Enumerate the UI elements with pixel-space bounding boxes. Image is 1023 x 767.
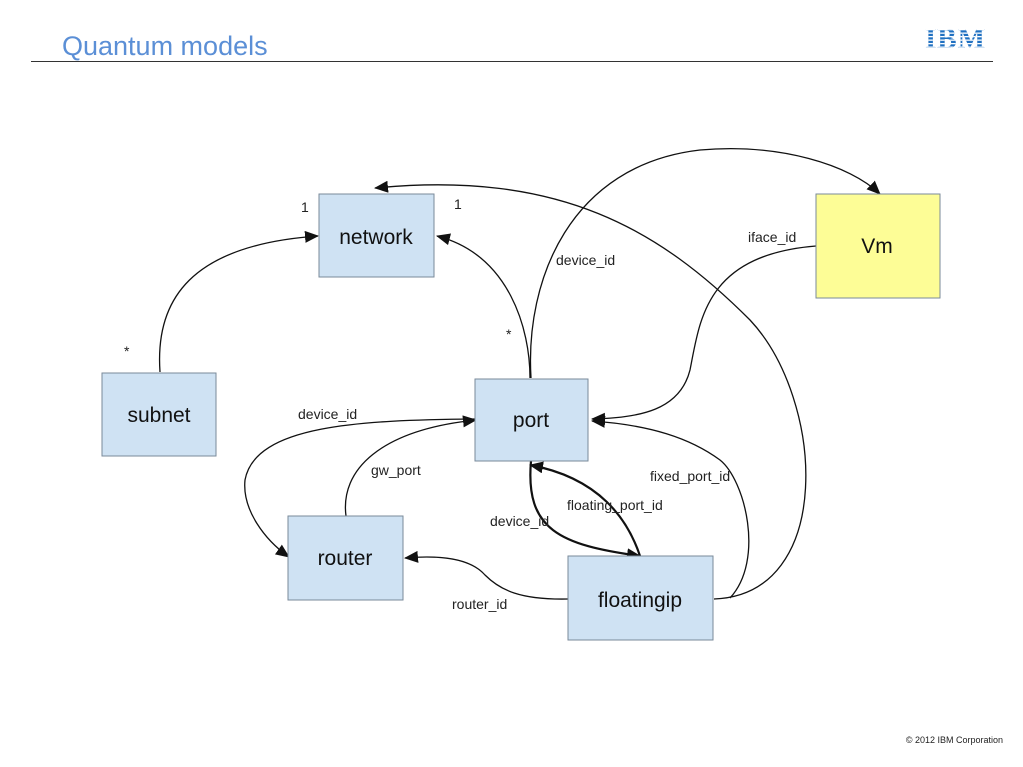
edge-floatingip-port-floating <box>529 461 642 557</box>
entity-router: router <box>287 515 404 601</box>
slide-title: Quantum models <box>62 31 268 61</box>
label-floating-port-id: floating_port_id <box>567 497 663 513</box>
entity-subnet-label: subnet <box>127 404 190 427</box>
edge-floatingip-router <box>404 550 569 600</box>
entity-floatingip: floatingip <box>567 555 714 641</box>
entity-port: port <box>474 378 589 462</box>
title-rule <box>31 61 993 62</box>
label-device-id-router: device_id <box>298 406 357 422</box>
multiplicity-network-subnet: 1 <box>301 199 309 215</box>
entity-floatingip-label: floatingip <box>598 589 682 612</box>
edge-labels: 1 1 * * device_id iface_id device_id gw_… <box>124 196 796 612</box>
edge-floatingip-network <box>374 180 807 600</box>
multiplicity-port: * <box>506 326 512 342</box>
copyright-notice: © 2012 IBM Corporation <box>905 735 1003 745</box>
entity-vm: Vm <box>815 193 941 299</box>
entity-vm-label: Vm <box>861 235 893 258</box>
edge-floatingip-port-fixed <box>591 415 750 599</box>
edge-port-router <box>244 418 477 558</box>
multiplicity-network-port: 1 <box>454 196 462 212</box>
entity-subnet: subnet <box>101 372 217 457</box>
label-device-id-floatingip: device_id <box>490 513 549 529</box>
label-fixed-port-id: fixed_port_id <box>650 468 730 484</box>
entity-network-label: network <box>339 226 413 249</box>
edge-vm-port <box>591 245 817 425</box>
label-iface-id: iface_id <box>748 229 796 245</box>
logo-stripes <box>925 29 986 48</box>
edge-port-network <box>436 233 531 379</box>
label-router-id: router_id <box>452 596 507 612</box>
edge-router-port <box>344 415 477 517</box>
edge-port-floatingip-device <box>529 460 641 561</box>
entity-port-label: port <box>513 409 549 432</box>
label-device-id-vm: device_id <box>556 252 615 268</box>
edge-port-vm <box>529 148 881 379</box>
label-gw-port: gw_port <box>371 462 421 478</box>
ibm-logo: IBM IBM <box>925 23 986 53</box>
multiplicity-subnet: * <box>124 343 130 359</box>
edge-subnet-network <box>158 230 319 373</box>
entity-router-label: router <box>318 547 373 570</box>
entity-network: network <box>318 193 435 278</box>
ibm-logo-text: IBM <box>925 23 986 53</box>
relationship-edges <box>158 148 881 600</box>
